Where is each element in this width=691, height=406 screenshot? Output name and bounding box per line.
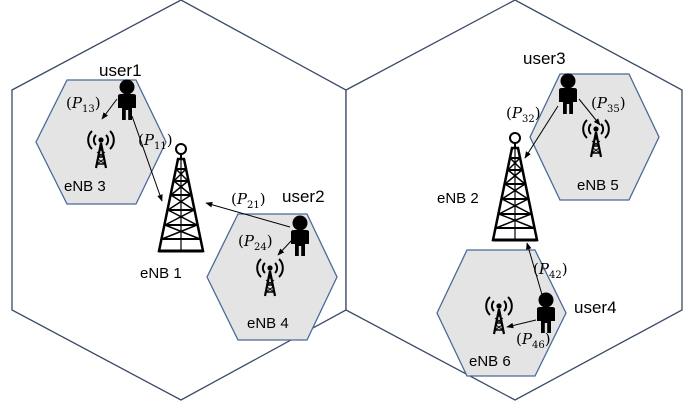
power-label-p11: (P11): [138, 131, 173, 152]
enb2-label: eNB 2: [437, 190, 479, 207]
power-label-p21: (P21): [231, 190, 266, 211]
user4-label: user4: [574, 298, 617, 317]
user1-label: user1: [99, 61, 142, 80]
user3-label: user3: [523, 49, 566, 68]
enb6-label: eNB 6: [469, 353, 511, 370]
link-p35-arrow: [578, 98, 601, 126]
power-label-p42: (P42): [533, 260, 568, 281]
small-cell-enb6: [436, 249, 567, 377]
link-p21-arrow: [205, 202, 291, 228]
enb3-label: eNB 3: [64, 178, 106, 195]
power-label-p24: (P24): [238, 232, 273, 253]
link-p13-arrow: [101, 98, 118, 120]
link-p24-arrow: [277, 239, 293, 256]
link-p11-arrow: [131, 115, 163, 202]
power-label-p13: (P13): [66, 94, 101, 115]
enb1-label: eNB 1: [140, 265, 182, 282]
link-p32-arrow: [524, 105, 559, 159]
user2-label: user2: [282, 187, 325, 206]
link-p46-arrow: [506, 319, 537, 329]
enb5-label: eNB 5: [577, 177, 619, 194]
link-p42-arrow: [526, 242, 544, 299]
enb4-label: eNB 4: [247, 315, 289, 332]
power-label-p35: (P35): [591, 94, 626, 115]
power-label-p32: (P32): [506, 104, 541, 125]
power-label-p46: (P46): [516, 330, 551, 351]
